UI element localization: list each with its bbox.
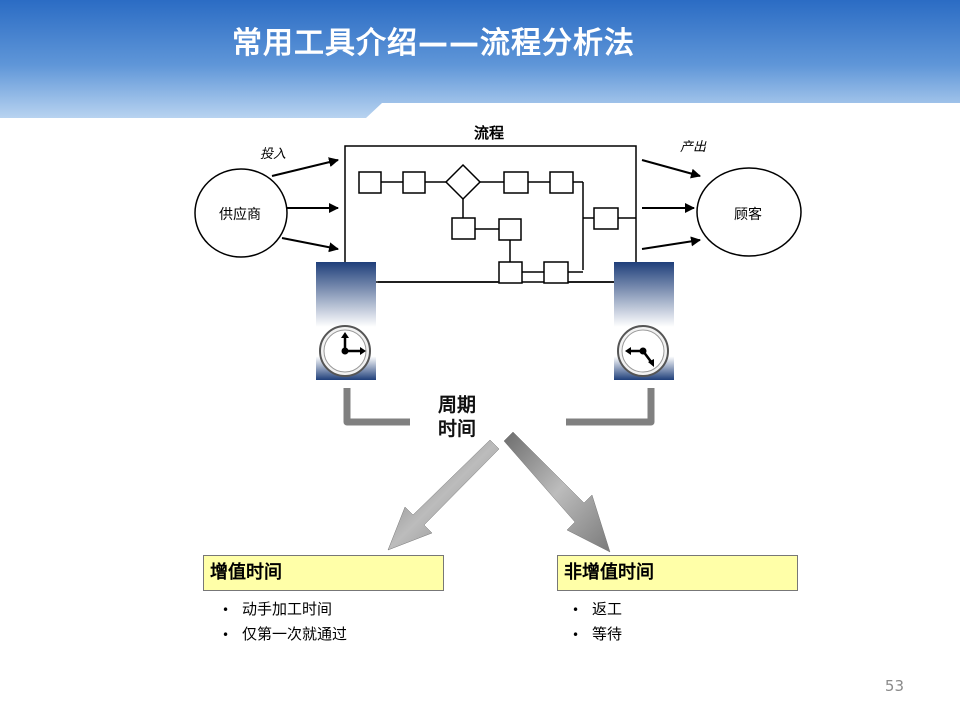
page-title: 常用工具介绍——流程分析法 (232, 26, 635, 61)
process-label: 流程 (474, 124, 505, 142)
input-arrows (271, 157, 339, 253)
supplier-label: 供应商 (219, 207, 261, 223)
non-value-added-list: 返工 等待 (572, 597, 622, 647)
header-banner: 常用工具介绍——流程分析法 (0, 0, 960, 120)
split-arrows (387, 431, 611, 553)
header-gradient (0, 0, 960, 118)
value-added-heading: 增值时间 (203, 555, 444, 591)
value-added-list: 动手加工时间 仅第一次就通过 (222, 597, 347, 647)
cycle-time-line2: 时间 (437, 418, 476, 440)
non-value-added-heading: 非增值时间 (557, 555, 798, 591)
list-item: 动手加工时间 (222, 597, 347, 622)
output-arrows (641, 159, 701, 250)
cycle-time-bracket (343, 388, 655, 426)
list-item: 返工 (572, 597, 622, 622)
input-label: 投入 (260, 147, 287, 162)
list-item: 仅第一次就通过 (222, 622, 347, 647)
customer-label: 顾客 (734, 207, 762, 223)
cycle-time-line1: 周期 (437, 394, 476, 416)
supplier-circle (194, 168, 288, 258)
list-item: 等待 (572, 622, 622, 647)
flowchart (358, 163, 636, 284)
process-box (344, 145, 637, 283)
output-label: 产出 (680, 140, 707, 155)
customer-circle (696, 167, 802, 257)
end-clock (614, 262, 674, 380)
page-number: 53 (884, 677, 904, 695)
start-clock (316, 262, 376, 380)
cycle-time-label: 周期 时间 (424, 393, 490, 441)
